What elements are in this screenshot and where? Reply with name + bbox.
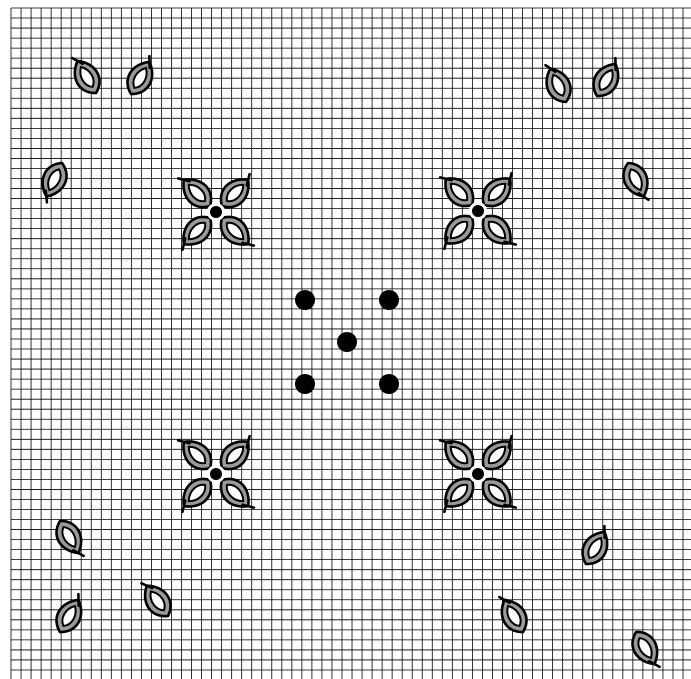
french-knot: [337, 332, 357, 352]
french-knot: [379, 374, 399, 394]
french-knot: [210, 206, 222, 218]
french-knot: [295, 374, 315, 394]
french-knot: [472, 468, 484, 480]
french-knot: [210, 468, 222, 480]
french-knot: [472, 205, 484, 217]
french-knot: [379, 290, 399, 310]
french-knot: [295, 290, 315, 310]
